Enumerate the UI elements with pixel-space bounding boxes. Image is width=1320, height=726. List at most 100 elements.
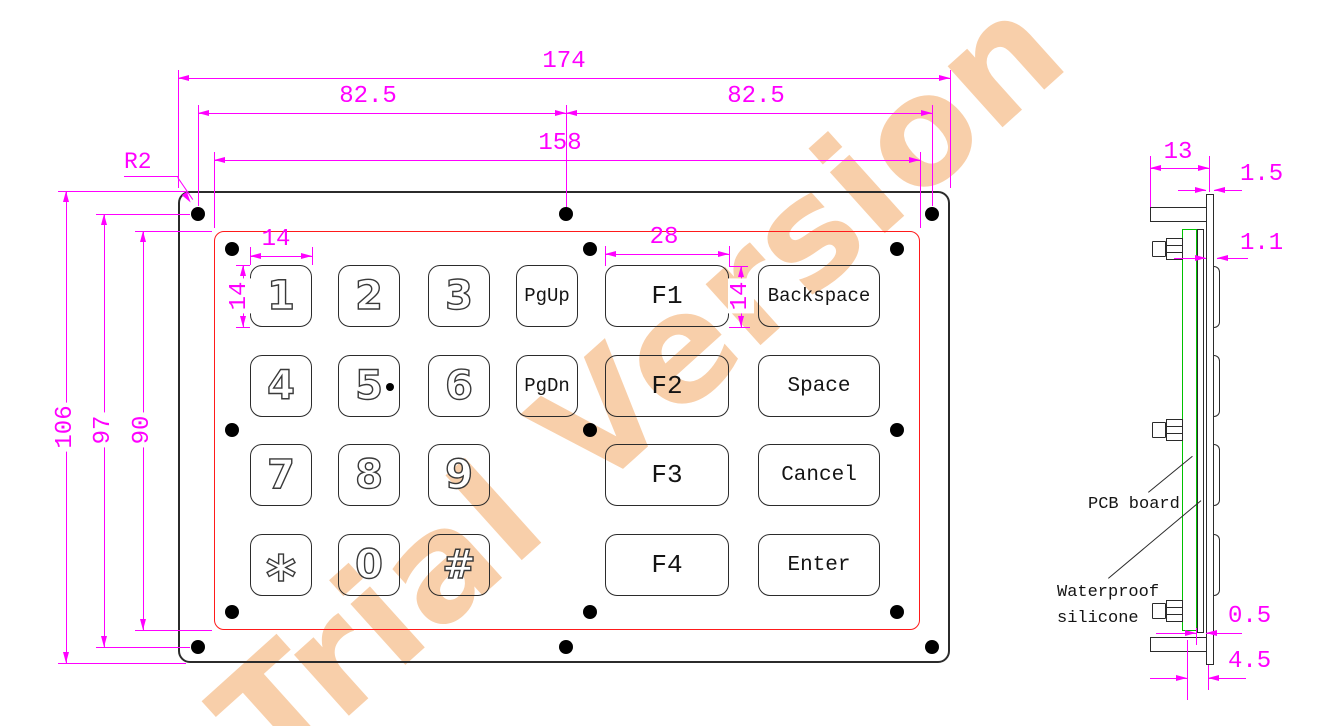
extension-line	[214, 152, 215, 228]
key-7-label: 7	[266, 451, 295, 498]
mounting-bolt-shank	[1166, 600, 1183, 622]
dim-frame-depth-line	[1150, 168, 1209, 169]
mounting-hole	[225, 423, 239, 437]
key-hash: #	[428, 534, 490, 596]
mounting-hole	[583, 242, 597, 256]
dim-overall-height-arrow	[62, 191, 69, 202]
dim-cutout-height-arrow	[139, 619, 146, 630]
key-backspace: Backspace	[758, 265, 880, 327]
dim-mount-span-left-line	[198, 113, 566, 114]
key-8: 8	[338, 444, 400, 506]
dim-mount-span-vertical-arrow	[100, 636, 107, 647]
extension-line	[1150, 156, 1151, 207]
key-3-label: 3	[444, 272, 473, 319]
mounting-bolt-thread	[1166, 426, 1183, 427]
dim-key-protrusion-label: 1.1	[1240, 230, 1284, 257]
key-0: 0	[338, 534, 400, 596]
mounting-hole	[191, 640, 205, 654]
key-f4-label: F4	[651, 550, 683, 580]
key-hash-label: #	[442, 541, 477, 588]
key-3: 3	[428, 265, 490, 327]
extension-line	[729, 246, 730, 266]
key-9: 9	[428, 444, 490, 506]
dim-panel-thickness-line	[1214, 190, 1242, 191]
dim-frame-depth-arrow	[1198, 164, 1209, 171]
key-pgup: PgUp	[516, 265, 578, 327]
mounting-bolt-thread	[1166, 607, 1183, 608]
dim-func-key-height-arrow	[737, 316, 744, 327]
dim-mount-span-left-label: 82.5	[339, 83, 397, 110]
key-f3: F3	[605, 444, 729, 506]
dim-corner-radius-label: R2	[124, 149, 152, 175]
key-f2: F2	[605, 355, 729, 417]
extension-line	[96, 647, 190, 648]
mounting-hole	[225, 242, 239, 256]
dim-overall-width-arrow	[939, 74, 950, 81]
dim-rear-offset-arrow	[1176, 674, 1187, 681]
side-panel	[1206, 194, 1214, 665]
key-cancel: Cancel	[758, 444, 880, 506]
extension-line	[950, 70, 951, 188]
dim-cutout-width-line	[214, 160, 920, 161]
dim-rear-offset-line	[1208, 678, 1246, 679]
dim-mount-span-right-label: 82.5	[727, 83, 785, 110]
key-6: 6	[428, 355, 490, 417]
dim-panel-thickness-label: 1.5	[1240, 161, 1284, 188]
dim-frame-depth-arrow	[1150, 164, 1161, 171]
mounting-bolt-thread	[1166, 252, 1183, 253]
extension-line	[729, 327, 750, 328]
key-5-label: 5	[354, 362, 383, 409]
dim-key-height-arrow	[239, 316, 246, 327]
pcb-board-label: PCB board	[1088, 495, 1180, 514]
key-pgdn: PgDn	[516, 355, 578, 417]
mounting-bolt-head	[1152, 603, 1166, 619]
dim-overall-width-arrow	[178, 74, 189, 81]
mounting-hole	[925, 207, 939, 221]
key-bump	[1214, 534, 1220, 596]
dim-cutout-height-arrow	[139, 231, 146, 242]
key-5: 5	[338, 355, 400, 417]
side-flange-top	[1150, 207, 1207, 222]
key-cancel-label: Cancel	[781, 463, 857, 487]
mounting-bolt-shank	[1166, 238, 1183, 260]
dim-key-width-arrow	[301, 252, 312, 259]
key-2-label: 2	[354, 272, 383, 319]
mounting-hole	[890, 605, 904, 619]
key-bump	[1214, 444, 1220, 506]
dim-mount-span-right-arrow	[921, 109, 932, 116]
key-star: *	[250, 534, 312, 612]
extension-line	[178, 70, 179, 188]
dim-key-protrusion-arrow	[1195, 254, 1206, 261]
dim-func-key-width-line	[605, 254, 729, 255]
dim-key-height-arrow	[239, 265, 246, 276]
dim-mount-span-vertical-arrow	[100, 214, 107, 225]
dim-rear-offset-label: 4.5	[1228, 648, 1272, 675]
extension-line	[312, 247, 313, 265]
extension-line	[1196, 628, 1197, 645]
key-enter-label: Enter	[787, 553, 851, 577]
dim-overall-width-label: 174	[542, 48, 586, 75]
mounting-hole	[890, 423, 904, 437]
mounting-hole	[225, 605, 239, 619]
dim-rear-offset-line	[1150, 678, 1187, 679]
panel-cutout-outline	[214, 231, 920, 630]
key-space-label: Space	[787, 374, 851, 398]
key-4-label: 4	[266, 362, 295, 409]
key-0-label: 0	[354, 541, 383, 588]
mounting-hole	[191, 207, 205, 221]
key-6-label: 6	[444, 362, 473, 409]
key-bump	[1214, 355, 1220, 417]
waterproof-silicone-label: Waterproof silicone	[1057, 583, 1160, 628]
waterproof-silicone-edge	[1197, 229, 1204, 633]
key-pgup-label: PgUp	[524, 285, 570, 307]
key-2: 2	[338, 265, 400, 327]
mounting-hole	[890, 242, 904, 256]
mounting-hole	[559, 640, 573, 654]
key-9-label: 9	[444, 451, 473, 498]
dim-key-width-label: 14	[261, 226, 291, 253]
side-flange-bottom	[1150, 637, 1207, 652]
dim-panel-thickness-line	[1178, 190, 1206, 191]
dim-cutout-width-label: 158	[538, 130, 582, 157]
